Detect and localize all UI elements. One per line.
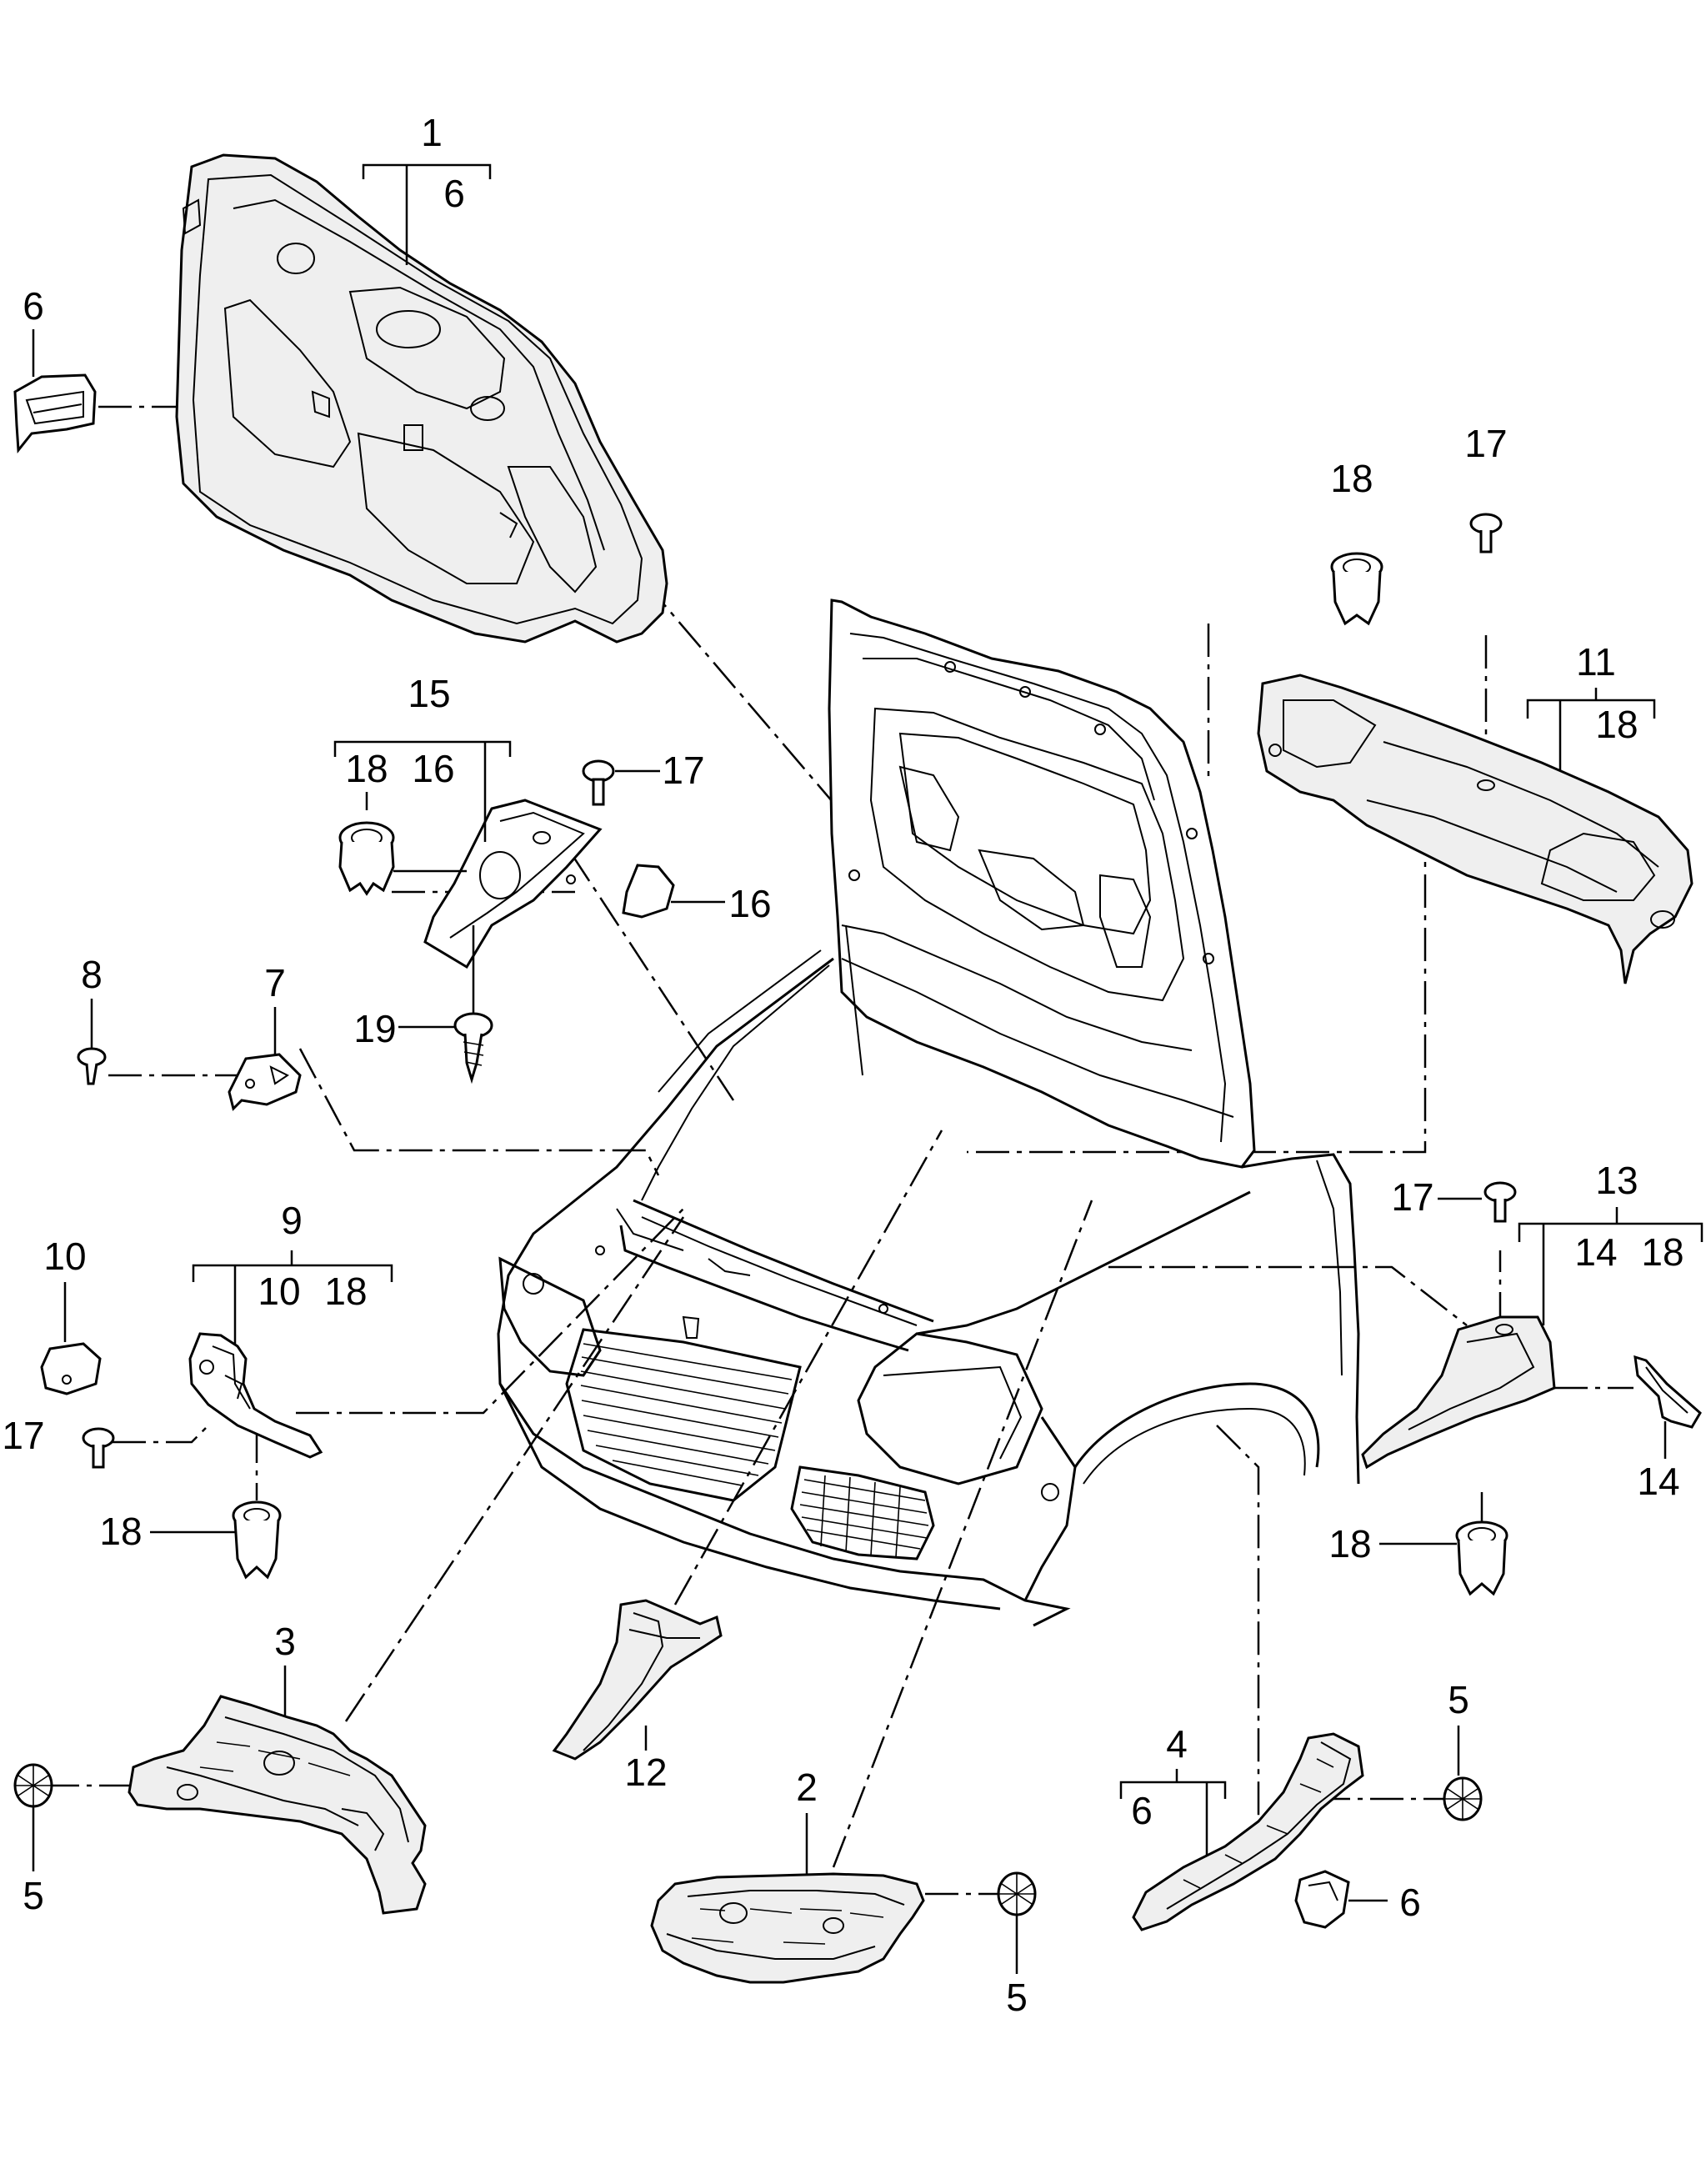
callout-11-number: 11 [1576,640,1616,684]
bracket-icon-part-11 [1257,674,1693,984]
callout-6-bottom-right: 6 [1399,1881,1421,1924]
callout-4: 4 6 [1119,1722,1227,1867]
bracket-icon-7: 7 [228,961,302,1111]
wheel-arch-liner-icon-3: 3 [128,1620,427,1915]
callout-18-b: 18 [1330,457,1373,500]
clip-icon-part-6-top: 6 [13,284,97,453]
callout-15: 15 18 16 [333,672,512,842]
callout-18-c: 18 [1328,1522,1371,1565]
callout-17-b: 17 [2,1414,44,1457]
callout-9: 9 10 18 [192,1199,393,1371]
callout-17-d: 17 [1464,422,1507,465]
callout-17-a: 17 [662,749,704,792]
callout-9-sub-10: 10 [258,1270,300,1313]
callout-13-sub-18: 18 [1641,1230,1683,1274]
callout-13-sub-14: 14 [1574,1230,1617,1274]
callout-16: 16 [728,882,771,925]
rivet-icon-5-b: 5 [997,1871,1037,2019]
cap-icon-16: 16 [622,864,772,925]
rivet-icon-18-d: 18 [1328,1520,1508,1596]
callout-11-sub-18: 18 [1595,703,1638,746]
cap-icon-10: 10 [40,1235,102,1395]
callout-1-sub-6: 6 [443,172,465,215]
screw-icon-17-b: 17 [2,1414,115,1469]
callout-1-number: 1 [421,111,443,154]
rivet-icon-18-c: 18 [1330,457,1383,626]
clip-icon-part-6-bottom: 6 [1294,1870,1421,1929]
bracket-icon-part-14: 14 [1633,1355,1702,1503]
callout-5-b: 5 [1006,1976,1028,2019]
callout-6-top-left: 6 [23,284,44,328]
callout-5-c: 5 [1448,1678,1469,1721]
callout-19: 19 [353,1007,396,1050]
callout-9-sub-18: 18 [324,1270,367,1313]
callout-18-a: 18 [99,1510,142,1553]
callout-17-c: 17 [1391,1175,1433,1219]
callout-15-number: 15 [408,672,450,715]
callout-1: 1 6 [362,111,492,265]
callout-9-number: 9 [281,1199,303,1242]
rivet-icon-18-b: 18 [99,1500,282,1580]
screw-icon-19: 19 [353,925,493,1084]
callout-13: 13 14 18 [1518,1159,1703,1325]
callout-15-sub-16: 16 [412,747,454,790]
bracket-icon-part-15 [423,799,603,969]
hood-insulation-icon [175,153,668,644]
bracket-icon-part-4 [1132,1732,1364,1931]
wheel-arch-liner-icon-2: 2 [650,1766,925,1984]
connection-lines [46,405,1633,1896]
rivet-icon-5-a: 5 [13,1763,53,1917]
callout-5-a: 5 [23,1874,44,1917]
callout-15-sub-18: 18 [345,747,388,790]
callout-11: 11 18 [1526,640,1656,796]
hood-icon [828,599,1256,1169]
bracket-icon-part-12: 12 [552,1599,723,1794]
callout-14: 14 [1637,1460,1679,1503]
bracket-icon-part-9 [188,1332,323,1459]
callout-8: 8 [81,953,103,996]
callout-2: 2 [796,1766,818,1809]
callout-13-number: 13 [1595,1159,1638,1202]
callout-12: 12 [624,1751,667,1794]
screw-icon-17-a: 17 [582,749,705,806]
callout-3: 3 [274,1620,296,1663]
callout-4-sub-6: 6 [1131,1789,1153,1832]
callout-10: 10 [43,1235,86,1278]
screw-icon-17-d: 17 [1464,422,1508,554]
car-front-icon [497,949,1360,1627]
rivet-icon-5-c: 5 [1443,1678,1483,1821]
bracket-icon-part-13 [1361,1315,1556,1470]
callout-7: 7 [264,961,286,1004]
rivet-icon-18-a [338,792,467,896]
screw-icon-17-c: 17 [1391,1175,1517,1223]
callout-4-number: 4 [1166,1722,1188,1766]
screw-icon-8: 8 [77,953,107,1085]
